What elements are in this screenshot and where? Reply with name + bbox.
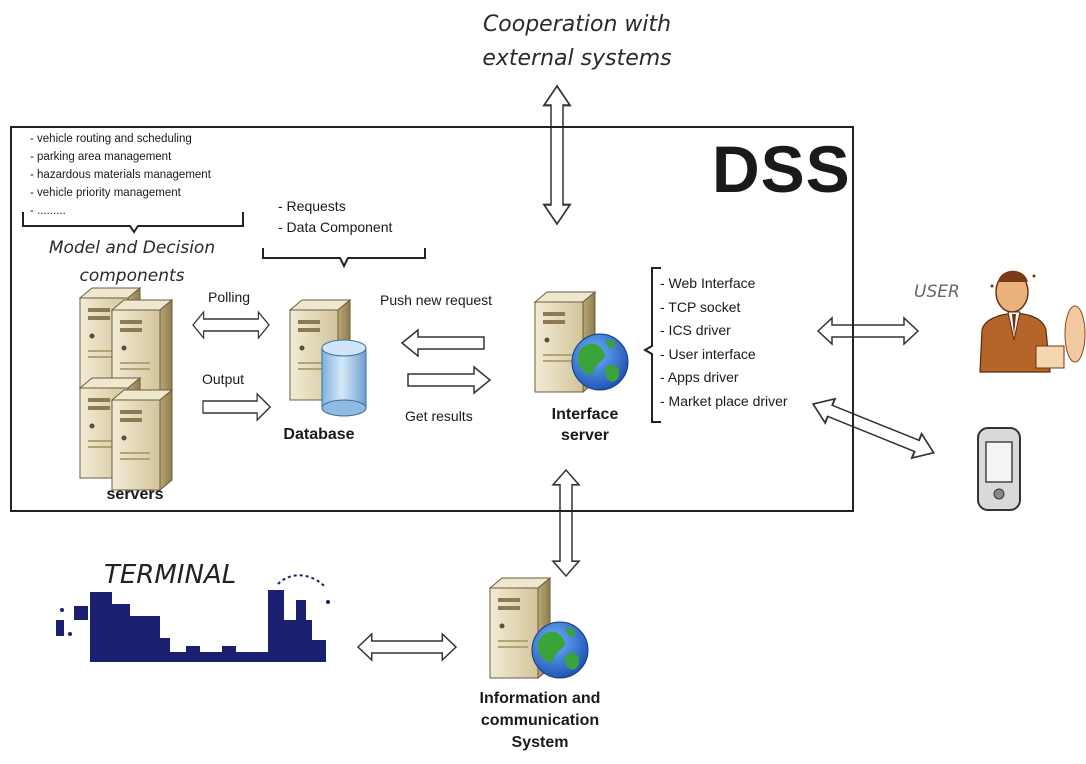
user-label: USER <box>914 282 960 302</box>
ics-line3: System <box>511 734 569 751</box>
model-components-list: - vehicle routing and scheduling - parki… <box>30 130 270 220</box>
interface-line1: Interface <box>551 406 619 423</box>
interfaces-list: - Web Interface - TCP socket - ICS drive… <box>660 272 830 413</box>
polling-label: Polling <box>208 289 251 305</box>
globe-icon <box>571 333 629 391</box>
interface-server-icon <box>534 291 629 393</box>
list-item: - hazardous materials management <box>30 169 211 181</box>
model-components-brace <box>22 212 244 234</box>
list-item: - Apps driver <box>660 369 739 385</box>
list-item: - ICS driver <box>660 322 731 338</box>
interfaces-brace <box>642 267 661 423</box>
terminal-label: TERMINAL <box>104 560 237 590</box>
list-item: - Requests <box>278 198 346 214</box>
push-request-label: Push new request <box>380 292 493 308</box>
get-results-label: Get results <box>405 408 473 424</box>
dss-title: DSS <box>712 132 851 206</box>
output-label: Output <box>202 371 245 387</box>
interface-line2: server <box>560 427 610 444</box>
list-item: - TCP socket <box>660 298 741 315</box>
model-label-line2: components <box>79 266 185 286</box>
model-components-label: Model and Decision components <box>22 234 242 290</box>
list-item: - Web Interface <box>660 275 756 291</box>
list-item: - Data Component <box>278 219 393 235</box>
cooperation-line2: external systems <box>482 46 672 71</box>
ics-line2: communication <box>480 712 600 729</box>
list-item: - vehicle routing and scheduling <box>30 133 192 145</box>
terminal-skyline-icon <box>56 574 330 662</box>
interface-server-label: Interface server <box>530 404 640 446</box>
list-item: - vehicle priority management <box>30 187 181 199</box>
cooperation-line1: Cooperation with <box>482 12 672 37</box>
ics-server-icon <box>489 577 589 679</box>
model-label-line1: Model and Decision <box>48 238 216 258</box>
requests-list: - Requests - Data Component <box>278 196 448 238</box>
user-icon <box>979 270 1086 373</box>
mobile-device-icon <box>977 427 1021 511</box>
database-label: Database <box>283 426 355 443</box>
cooperation-label: Cooperation with external systems <box>472 8 682 76</box>
list-item: - Market place driver <box>660 392 788 409</box>
list-item: - ......... <box>30 205 66 217</box>
list-item: - parking area management <box>30 151 172 163</box>
ics-label: Information and communication System <box>450 688 630 754</box>
list-item: - User interface <box>660 345 756 362</box>
database-icon <box>289 299 367 417</box>
requests-brace <box>262 248 426 269</box>
dss-boundary <box>10 126 854 512</box>
ics-line1: Information and <box>479 690 601 707</box>
terminal-link-arrow <box>357 633 457 661</box>
servers-label: servers <box>106 486 164 503</box>
